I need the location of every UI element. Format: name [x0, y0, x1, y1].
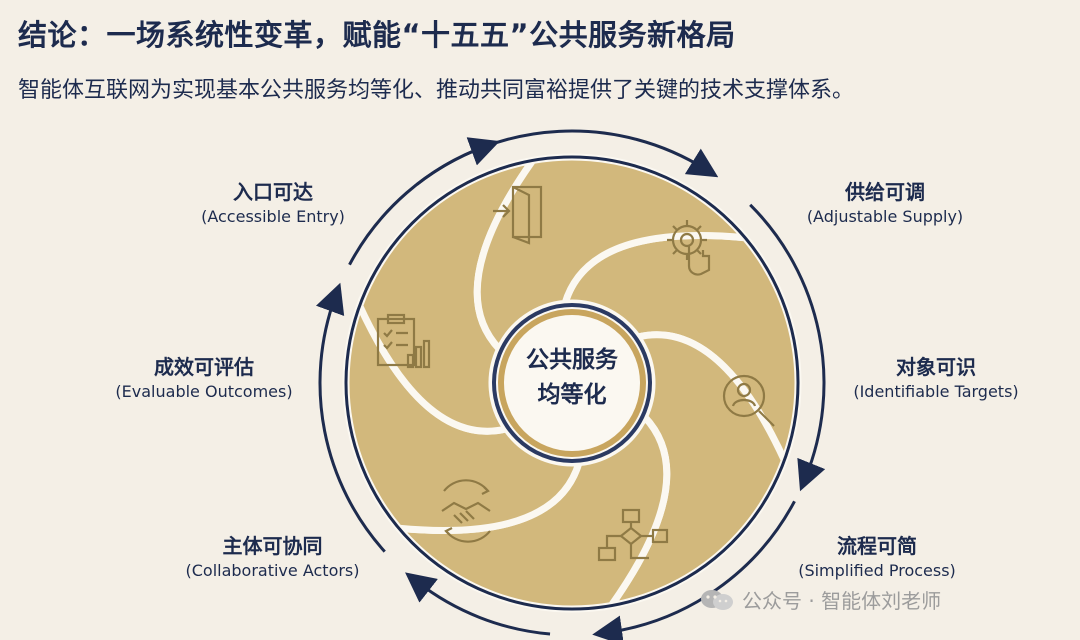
center-line-2: 均等化: [537, 382, 607, 408]
cycle-arrow: [348, 137, 500, 266]
page-title: 结论：一场系统性变革，赋能“十五五”公共服务新格局: [18, 18, 736, 52]
watermark: 公众号 · 智能体刘老师: [700, 585, 941, 614]
segment-icons: [376, 185, 775, 562]
clipboard-chart-icon: [376, 313, 431, 369]
label-zh: 成效可评估: [154, 355, 254, 379]
flowchart-icon: [597, 508, 669, 562]
label-en: (Adjustable Supply): [806, 207, 964, 226]
label-en: (Accessible Entry): [201, 207, 345, 226]
handshake-icon: [441, 479, 491, 543]
label-adjustable-supply: 供给可调 (Adjustable Supply): [790, 178, 980, 228]
center-hub: [492, 303, 652, 463]
label-identifiable-targets: 对象可识 (Identifiable Targets): [836, 353, 1036, 403]
cycle-arrow: [405, 572, 551, 636]
door-enter-icon: [493, 185, 543, 245]
outer-cycle-arrows: [315, 129, 826, 640]
pinwheel-outline: [344, 155, 800, 611]
label-zh: 对象可识: [896, 355, 976, 379]
label-collaborative-actors: 主体可协同 (Collaborative Actors): [165, 532, 380, 582]
cycle-arrow: [749, 203, 826, 492]
label-zh: 供给可调: [845, 180, 925, 204]
person-search-icon: [722, 374, 775, 427]
watermark-text: 公众号 · 智能体刘老师: [742, 589, 942, 613]
wechat-icon: [701, 589, 733, 610]
page-subtitle: 智能体互联网为实现基本公共服务均等化、推动共同富裕提供了关键的技术支撑体系。: [18, 78, 855, 103]
center-label: 公共服务 均等化: [497, 343, 647, 413]
label-en: (Identifiable Targets): [853, 382, 1019, 401]
cycle-arrow: [592, 500, 796, 640]
label-evaluable-outcomes: 成效可评估 (Evaluable Outcomes): [98, 353, 310, 403]
label-en: (Collaborative Actors): [185, 561, 360, 580]
label-simplified-process: 流程可简 (Simplified Process): [782, 532, 972, 582]
center-hub-ring: [498, 309, 646, 457]
center-line-1: 公共服务: [526, 347, 618, 373]
label-zh: 主体可协同: [222, 534, 323, 558]
label-zh: 流程可简: [837, 534, 917, 558]
label-accessible-entry: 入口可达 (Accessible Entry): [188, 178, 358, 228]
gear-hand-icon: [667, 220, 711, 276]
label-zh: 入口可达: [233, 180, 313, 204]
label-en: (Evaluable Outcomes): [115, 382, 293, 401]
label-en: (Simplified Process): [798, 561, 956, 580]
cycle-arrow: [315, 282, 386, 553]
